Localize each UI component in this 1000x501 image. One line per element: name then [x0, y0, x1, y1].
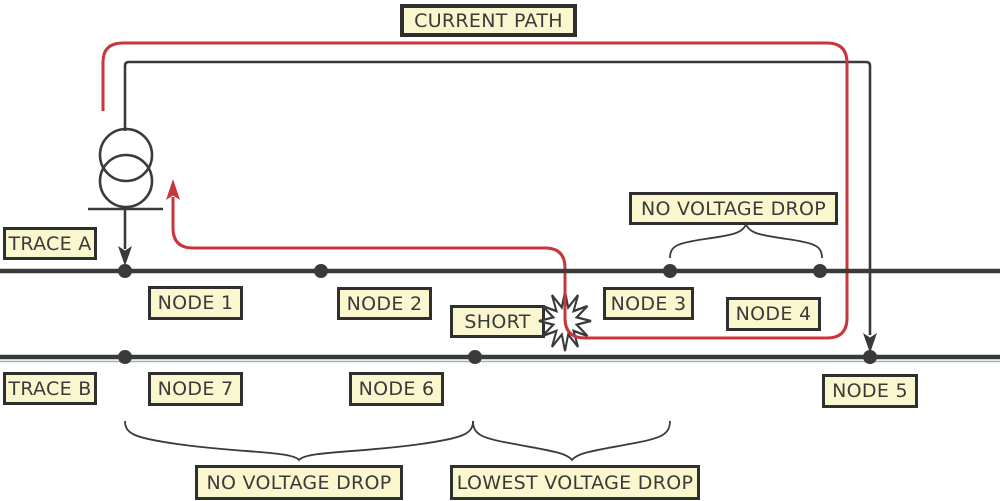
- node-4-label: NODE 4: [726, 297, 821, 331]
- node-7-dot: [118, 350, 132, 364]
- short-starburst-icon: [538, 290, 592, 352]
- no-voltage-drop-top-label: NO VOLTAGE DROP: [629, 192, 838, 225]
- node-2-dot: [314, 264, 328, 278]
- brace-node-6-short: [472, 420, 671, 462]
- down-arrow-icon: [863, 333, 877, 353]
- up-arrow-icon: [166, 179, 180, 200]
- short-label: SHORT: [450, 305, 545, 338]
- node-4-dot: [813, 264, 827, 278]
- lowest-voltage-drop-label: LOWEST VOLTAGE DROP: [450, 465, 700, 500]
- no-voltage-drop-bottom-label: NO VOLTAGE DROP: [195, 465, 403, 500]
- node-6-dot: [468, 350, 482, 364]
- down-arrow-icon: [118, 246, 132, 266]
- node-1-label: NODE 1: [148, 286, 243, 320]
- node-2-label: NODE 2: [337, 287, 432, 320]
- trace-a-label: TRACE A: [3, 227, 97, 260]
- node-5-dot: [863, 350, 877, 364]
- node-3-dot: [663, 264, 677, 278]
- current-path-label: CURRENT PATH: [400, 4, 577, 37]
- brace-nodes-7-6: [124, 420, 474, 462]
- node-3-label: NODE 3: [603, 287, 694, 320]
- node-7-label: NODE 7: [148, 372, 243, 406]
- ac-source-symbol: [98, 127, 154, 209]
- trace-b-label: TRACE B: [3, 372, 97, 405]
- brace-nodes-3-4: [669, 221, 823, 259]
- node-5-label: NODE 5: [822, 374, 918, 408]
- node-1-dot: [118, 264, 132, 278]
- node-6-label: NODE 6: [349, 372, 444, 406]
